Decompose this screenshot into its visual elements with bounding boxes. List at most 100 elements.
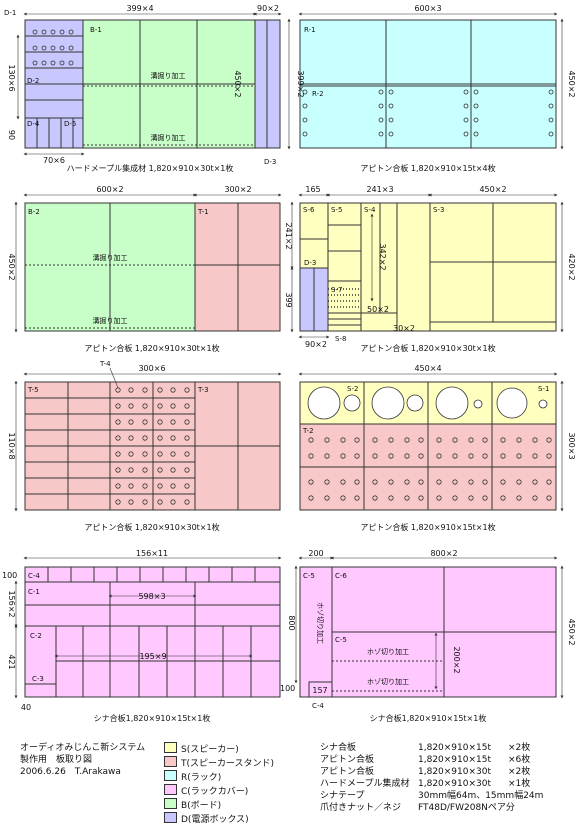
t4-holes	[115, 387, 190, 505]
legend-item-c: C(ラックカバー)	[164, 784, 274, 798]
panel-apiton-15t	[298, 372, 564, 512]
dim-p7-inner1: 598×3	[138, 592, 165, 601]
dim-p4-right: 420×2	[567, 253, 575, 280]
material-qty: ×2枚	[508, 743, 531, 753]
label-d1: D-1	[4, 9, 16, 17]
dim-p1-top: 399×4	[126, 4, 153, 13]
dim-p3-top1: 600×2	[96, 185, 123, 194]
label-t2: T-2	[302, 427, 314, 435]
dim-p3-left: 450×2	[7, 253, 16, 280]
material-spec: 30mm幅64m、15mm幅24m	[418, 791, 544, 801]
legend-label-s: S(スピーカー)	[181, 745, 239, 755]
caption-p8: シナ合板1,820×910×15t×1枚	[370, 713, 487, 723]
label-c1: C-1	[28, 588, 40, 596]
label-c2: C-2	[30, 632, 42, 640]
label-r1: R-1	[304, 26, 316, 34]
part-c3	[24, 683, 57, 698]
dim-p7-left3: 421	[7, 654, 16, 669]
label-s7: S-7	[331, 286, 342, 294]
dim-p7-top: 156×11	[136, 549, 168, 558]
label-groove-2: 溝掘り加工	[151, 133, 186, 142]
legend: S(スピーカー) T(スピーカースタンド) R(ラック) C(ラックカバー) B…	[164, 742, 274, 826]
legend-label-c: C(ラックカバー)	[181, 787, 249, 797]
material-name: 爪付きナット／ネジ	[320, 803, 402, 813]
panel-shina-c1	[14, 556, 282, 699]
legend-swatch-s	[164, 742, 177, 753]
label-t1: T-1	[197, 208, 209, 216]
dim-p5-left: 110×8	[7, 432, 16, 459]
material-spec: 1,820×910×30t	[418, 767, 492, 777]
speaker-holes	[307, 386, 548, 420]
material-spec: 1,820×910×15t	[418, 743, 492, 753]
material-spec: 1,820×910×15t	[418, 755, 492, 765]
legend-item-t: T(スピーカースタンド)	[164, 756, 274, 770]
legend-swatch-d	[164, 812, 177, 823]
label-r2: R-2	[312, 90, 324, 98]
dim-p6-right: 300×3	[567, 432, 575, 459]
dim-p3-top2: 300×2	[224, 185, 251, 194]
legend-label-t: T(スピーカースタンド)	[181, 759, 275, 769]
caption-p5: アピトン合板 1,820×910×30t×1枚	[84, 522, 219, 532]
dim-p8-top1: 200	[308, 549, 323, 558]
label-d5: D-5	[64, 120, 76, 128]
part-s4a	[360, 202, 381, 314]
label-t4: T-4	[99, 360, 111, 368]
dim-p1-bottom: 70×6	[43, 156, 65, 165]
part-d-block	[24, 19, 84, 119]
material-qty: ×2枚	[508, 767, 531, 777]
label-s2: S-2	[347, 385, 358, 393]
legend-item-d: D(電源ボックス)	[164, 812, 274, 826]
legend-item-r: R(ラック)	[164, 770, 274, 784]
part-c4-box	[308, 681, 333, 698]
r2-holes	[302, 89, 554, 137]
dim-p5-top: 300×6	[138, 364, 165, 373]
dim-p8-left1: 800	[287, 615, 296, 630]
material-name: シナ合板	[320, 743, 357, 753]
legend-item-b: B(ボード)	[164, 798, 274, 812]
label-c6: C-6	[335, 572, 347, 580]
dim-p7-bottom: 40	[21, 703, 31, 712]
legend-swatch-b	[164, 798, 177, 809]
legend-swatch-t	[164, 756, 177, 767]
part-d3-left	[254, 19, 268, 149]
dim-p4-inner1: 342×2	[378, 243, 387, 270]
dim-p2-right: 450×2	[567, 70, 575, 97]
panel-apiton-speaker	[290, 193, 564, 339]
dim-p4-left1: 241×2	[284, 222, 293, 249]
label-c5-top: C-5	[303, 572, 315, 580]
dim-p7-inner2: 195×9	[139, 652, 166, 661]
dim-p7-left2: 156×2	[7, 590, 16, 617]
label-c4-p8: C-4	[312, 702, 324, 710]
legend-item-s: S(スピーカー)	[164, 742, 274, 756]
label-groove-3: 溝掘り加工	[93, 253, 128, 262]
footer-subtitle: 製作用 板取り図	[20, 755, 93, 765]
panel-shina-c2	[294, 556, 564, 699]
material-spec: 1,820×910×30t	[418, 779, 492, 789]
caption-p4: アピトン合板 1,820×910×30t×1枚	[360, 343, 495, 353]
label-groove-1: 溝掘り加工	[151, 71, 186, 80]
label-s8: S-8	[335, 335, 346, 343]
dim-p2-top: 600×3	[414, 4, 441, 13]
t2-holes	[308, 437, 552, 501]
dim-p1-left-small: 90	[7, 130, 16, 140]
caption-p2: アピトン合板 1,820×910×15t×4枚	[360, 163, 495, 173]
label-t3: T-3	[197, 386, 209, 394]
label-s3: S-3	[433, 206, 444, 214]
part-c-sheet	[24, 566, 281, 698]
dim-p8-left2: 100	[280, 684, 295, 693]
dim-p8-right: 450×2	[567, 618, 575, 645]
panel-apiton-rack	[298, 12, 564, 150]
label-s1: S-1	[538, 385, 549, 393]
material-name: ハードメープル集成材	[320, 779, 410, 789]
panel-apiton-board	[14, 193, 282, 333]
dim-p4-top3: 450×2	[479, 185, 506, 194]
dim-p1-top2: 90×2	[257, 4, 279, 13]
dim-p8-top2: 800×2	[430, 549, 457, 558]
material-qty: ×6枚	[508, 755, 531, 765]
